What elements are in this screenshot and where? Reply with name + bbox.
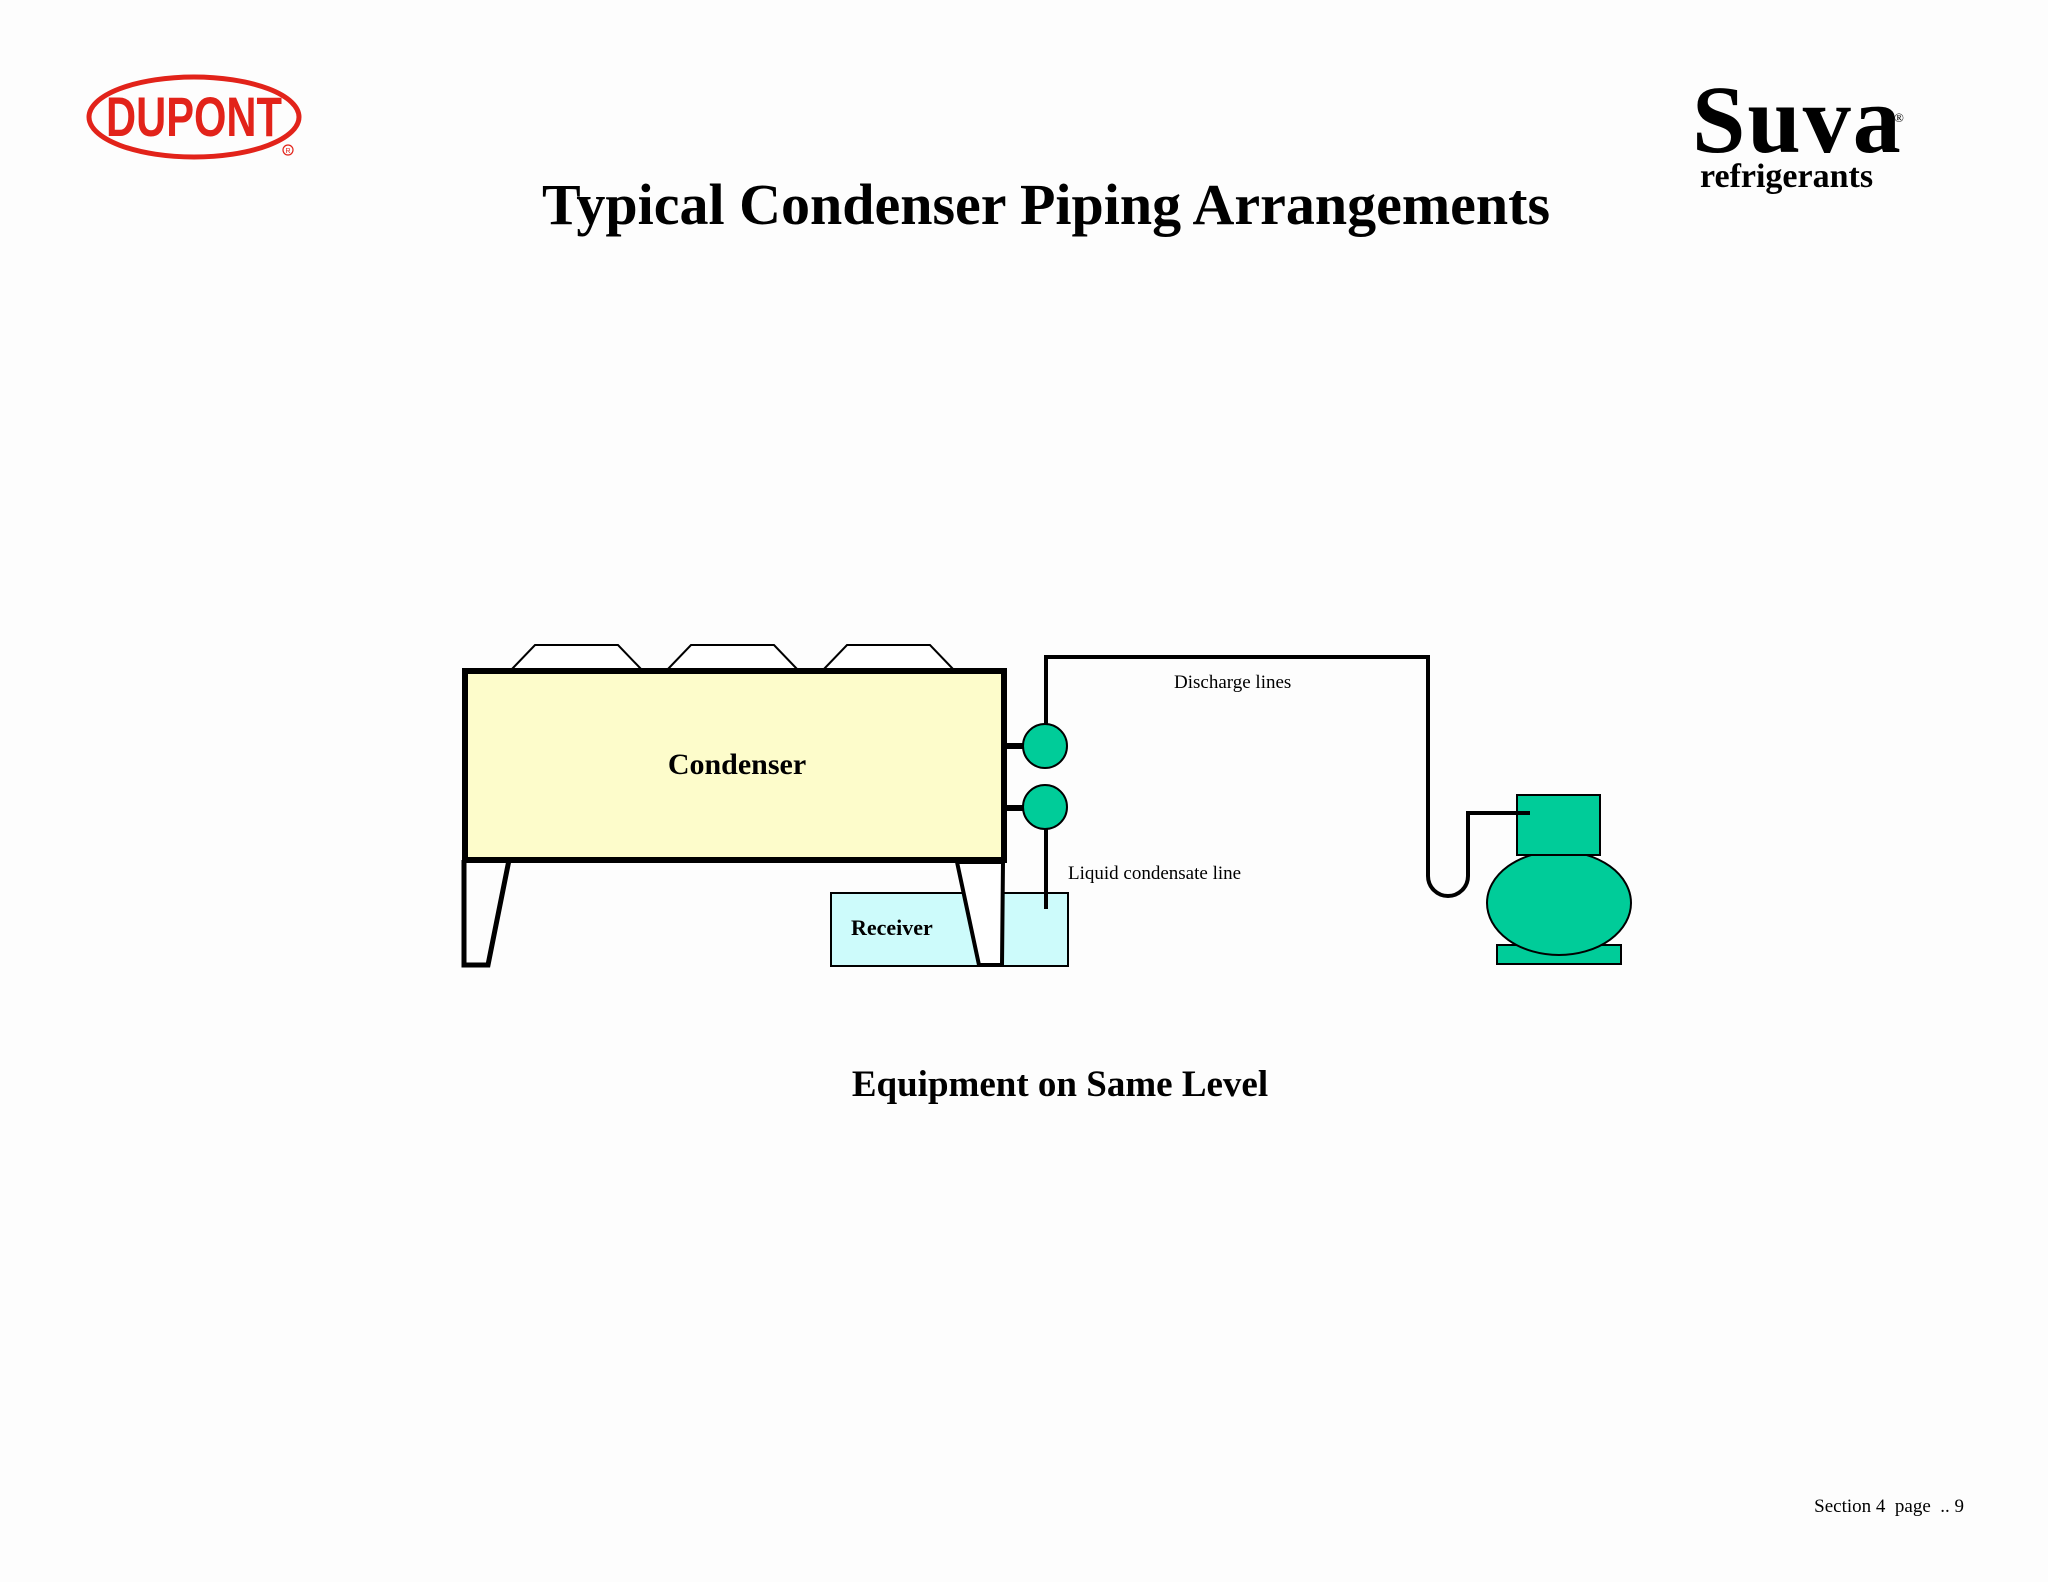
condenser-label: Condenser (668, 748, 806, 781)
page-reference: Section 4 page .. 9 (1814, 1496, 1964, 1517)
suva-reg-mark: ® (1894, 110, 1904, 125)
discharge-line-trap (1426, 811, 1516, 898)
receiver-label: Receiver (851, 915, 933, 940)
page-title: Typical Condenser Piping Arrangements (541, 172, 1551, 237)
suva-subtitle: refrigerants (1700, 158, 1874, 195)
discharge-lines-label: Discharge lines (1174, 672, 1291, 693)
liquid-condensate-line-label: Liquid condensate line (1068, 863, 1241, 884)
condenser-fan-1 (511, 644, 642, 670)
liquid-header (1022, 784, 1068, 830)
discharge-header (1022, 723, 1068, 769)
suva-brand: Suva (1692, 66, 1903, 173)
compressor (1486, 794, 1632, 965)
condenser-body (462, 668, 1007, 863)
dupont-logo: DUPONT R (86, 74, 302, 160)
diagram-caption: Equipment on Same Level (851, 1064, 1269, 1105)
dupont-logo-text: DUPONT (106, 85, 282, 148)
svg-text:R: R (285, 148, 290, 155)
receiver-tank (830, 892, 1069, 967)
condenser-fan-3 (823, 644, 954, 670)
condenser-fan-2 (667, 644, 798, 670)
discharge-line (1044, 655, 1430, 876)
condenser-leg-left (461, 859, 512, 968)
suva-logo: Suva ® refrigerants (1692, 72, 1932, 202)
